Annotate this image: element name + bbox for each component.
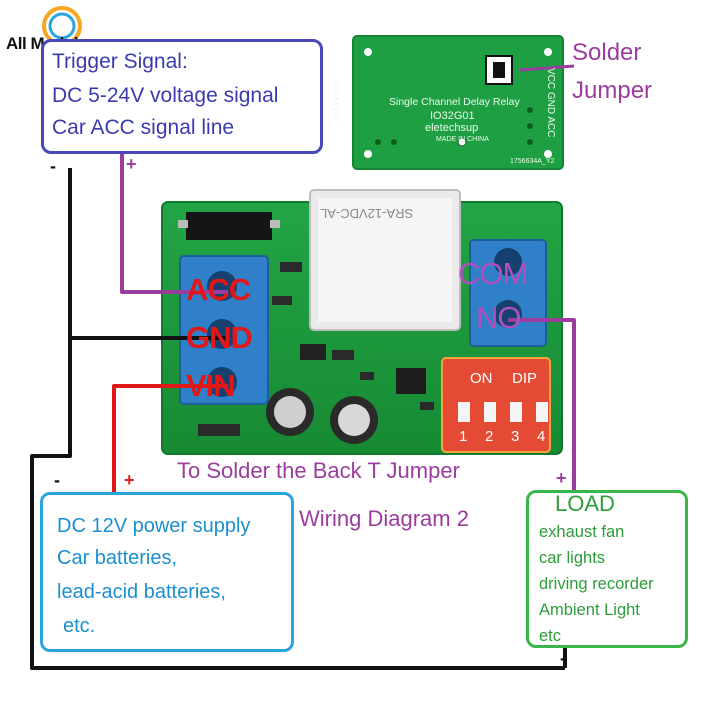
power-plus: + xyxy=(124,470,135,490)
power-minus: - xyxy=(54,470,60,490)
load-minus: - xyxy=(560,648,566,668)
load-line-2: car lights xyxy=(539,549,606,567)
load-box: LOAD exhaust fan car lights driving reco… xyxy=(526,490,688,648)
terminal-no-label: NO xyxy=(476,300,521,335)
solder-caption-line1: Solder xyxy=(572,39,642,66)
solder-jumper-caption: Solder Jumper xyxy=(572,34,652,110)
main-board xyxy=(161,189,563,455)
power-wire xyxy=(112,384,228,492)
dip-number-1: 1 xyxy=(459,428,468,445)
solder-back-caption: To Solder the Back T Jumper xyxy=(177,458,460,483)
solder-caption-line2: Jumper xyxy=(572,77,653,104)
wires xyxy=(30,154,576,670)
load-wire xyxy=(508,318,576,490)
trigger-signal-box: Trigger Signal: DC 5-24V voltage signal … xyxy=(41,39,323,154)
dip-label: DIP xyxy=(512,370,538,387)
relay-marking: SRA-12VDC-AL xyxy=(320,206,414,221)
ground-wire-outer xyxy=(30,168,565,670)
load-line-1: exhaust fan xyxy=(539,523,625,541)
wiring-diagram-title: Wiring Diagram 2 xyxy=(299,506,469,531)
load-line-5: etc xyxy=(539,627,562,645)
terminal-acc-label: ACC xyxy=(186,272,251,307)
back-board-maker: eletechsup xyxy=(425,122,479,134)
power-line-4: etc. xyxy=(63,615,96,637)
trigger-line-2: DC 5-24V voltage signal xyxy=(52,84,279,107)
terminal-com-label: COM xyxy=(458,256,528,291)
back-board-code: 1756634A_Y2 xyxy=(510,158,555,165)
load-plus: + xyxy=(556,468,567,488)
load-line-3: driving recorder xyxy=(539,575,654,593)
back-board-right-pins: VCC GND ACC xyxy=(545,68,556,138)
trigger-minus: - xyxy=(50,156,56,176)
dip-number-2: 2 xyxy=(485,428,494,445)
back-board xyxy=(352,35,575,170)
load-line-4: Ambient Light xyxy=(539,601,640,619)
trigger-plus: + xyxy=(126,154,137,174)
dip-on-label: ON xyxy=(470,370,493,387)
trigger-wire xyxy=(120,154,228,294)
power-line-2: Car batteries, xyxy=(57,547,178,569)
terminal-gnd-label: GND xyxy=(186,320,253,355)
trigger-line-3: Car ACC signal line xyxy=(52,116,235,139)
trigger-line-1: Trigger Signal: xyxy=(52,50,188,73)
back-board-title: Single Channel Delay Relay xyxy=(389,96,520,108)
power-line-1: DC 12V power supply xyxy=(57,515,251,537)
terminal-vin-label: VIN xyxy=(186,368,236,403)
dip-number-4: 4 xyxy=(537,428,546,445)
back-board-model: IO32G01 xyxy=(430,110,475,122)
power-supply-box: DC 12V power supply Car batteries, lead-… xyxy=(40,492,294,652)
back-board-left-pins: COM NO xyxy=(329,82,340,124)
back-board-made-in: MADE IN CHINA xyxy=(436,136,489,143)
load-title: LOAD xyxy=(555,491,615,516)
dip-number-3: 3 xyxy=(511,428,520,445)
power-line-3: lead-acid batteries, xyxy=(57,581,226,603)
